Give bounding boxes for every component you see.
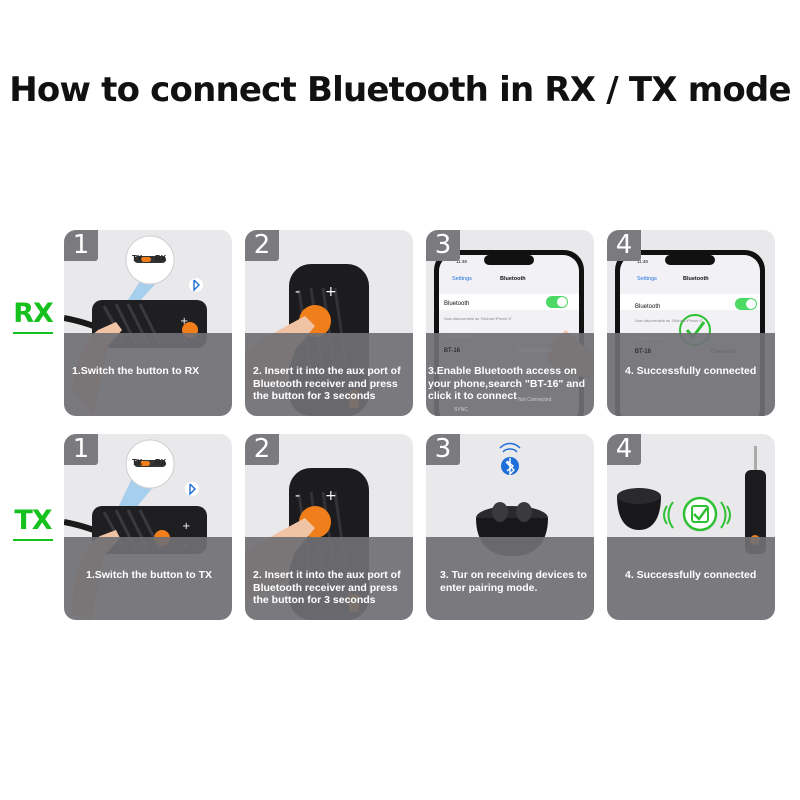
page-title: How to connect Bluetooth in RX / TX mode bbox=[9, 70, 791, 110]
rx-step-3-card: 3 11:48 Settings Bluetooth Bluetooth Now… bbox=[426, 230, 594, 416]
tx-underline bbox=[13, 539, 53, 541]
svg-text:11:48: 11:48 bbox=[637, 259, 648, 264]
caption-panel bbox=[245, 537, 413, 620]
rx-underline bbox=[13, 332, 53, 334]
svg-text:-: - bbox=[295, 284, 300, 300]
step-number: 1 bbox=[64, 230, 98, 261]
tx-mode-text: TX bbox=[14, 505, 52, 536]
switch-label-rx: RX bbox=[155, 458, 167, 467]
svg-text:Connected: Connected bbox=[711, 349, 735, 355]
rx-step-2-card: 2 - + 2. Insert it into the aux port of … bbox=[245, 230, 413, 416]
svg-text:SYNC: SYNC bbox=[454, 407, 468, 413]
caption-panel bbox=[607, 537, 775, 620]
svg-text:Not Connected: Not Connected bbox=[518, 348, 552, 354]
svg-text:Bluetooth: Bluetooth bbox=[444, 301, 469, 307]
step-number: 3 bbox=[426, 434, 460, 465]
svg-text:-: - bbox=[295, 488, 300, 504]
switch-labels: TX RX bbox=[132, 254, 167, 263]
rx-mode-label: RX bbox=[10, 298, 56, 334]
svg-text:Bluetooth: Bluetooth bbox=[635, 304, 660, 310]
step-number: 4 bbox=[607, 434, 641, 465]
tx-step-2-card: 2 - + 2. Insert it into the aux port of … bbox=[245, 434, 413, 620]
svg-text:+: + bbox=[182, 521, 190, 532]
step-caption: 1.Switch the button to RX bbox=[72, 365, 200, 377]
svg-text:MY DEVICES: MY DEVICES bbox=[444, 334, 472, 339]
phone-screen-text: 11:48 Settings Bluetooth Bluetooth Now d… bbox=[635, 259, 735, 355]
step-number: 2 bbox=[245, 230, 279, 261]
step-number: 3 bbox=[426, 230, 460, 261]
rx-mode-text: RX bbox=[13, 298, 54, 329]
rx-step-4-card: 4 11:48 Settings Bluetooth Bluetooth Now… bbox=[607, 230, 775, 416]
caption-panel bbox=[64, 537, 232, 620]
svg-text:+: + bbox=[325, 488, 337, 504]
switch-labels: TX RX bbox=[132, 458, 167, 467]
svg-text:Bluetooth: Bluetooth bbox=[683, 276, 709, 282]
step-caption: 1.Switch the button to TX bbox=[86, 569, 212, 581]
tx-step-4-card: 4 4. Successfully connected bbox=[607, 434, 775, 620]
step-caption: 3. Tur on receiving devices to enter pai… bbox=[440, 569, 587, 594]
tx-step-1-card: 1 + - TX RX 1.Switch the button to TX bbox=[64, 434, 232, 620]
step-caption: 2. Insert it into the aux port of Blueto… bbox=[253, 365, 401, 402]
caption-panel bbox=[607, 333, 775, 416]
step-caption: 4. Successfully connected bbox=[625, 365, 757, 377]
caption-panel bbox=[245, 333, 413, 416]
step-caption: 2. Insert it into the aux port of Blueto… bbox=[253, 569, 401, 606]
step-caption: 4. Successfully connected bbox=[625, 569, 757, 581]
svg-text:+: + bbox=[325, 284, 337, 300]
svg-text:MY DEVICES: MY DEVICES bbox=[635, 336, 663, 341]
caption-panel bbox=[426, 537, 594, 620]
tx-step-3-card: 3 3. Tur on receiving devices to enter p… bbox=[426, 434, 594, 620]
caption-panel bbox=[64, 333, 232, 416]
switch-label-rx: RX bbox=[155, 254, 167, 263]
step-number: 1 bbox=[64, 434, 98, 465]
svg-text:Now discoverable as "Michael i: Now discoverable as "Michael iPhone 6" bbox=[444, 317, 513, 321]
step-number: 2 bbox=[245, 434, 279, 465]
step-caption: 3.Enable Bluetooth access on your phone,… bbox=[428, 365, 585, 402]
device-bt16[interactable]: BT-16 bbox=[635, 349, 652, 355]
svg-text:Not Connected: Not Connected bbox=[518, 397, 552, 403]
svg-text:+: + bbox=[180, 316, 188, 327]
phone-screen-text: 11:48 Settings Bluetooth Bluetooth Now d… bbox=[444, 259, 552, 413]
switch-label-tx: TX bbox=[132, 254, 143, 263]
svg-text:Bluetooth: Bluetooth bbox=[500, 276, 526, 282]
svg-text:11:48: 11:48 bbox=[456, 259, 467, 264]
step-number: 4 bbox=[607, 230, 641, 261]
tx-mode-label: TX bbox=[10, 505, 56, 541]
svg-text:Now discoverable as "Michael i: Now discoverable as "Michael iPhone 6" bbox=[635, 319, 704, 323]
caption-panel bbox=[426, 333, 594, 416]
svg-text:Settings: Settings bbox=[637, 276, 657, 282]
check-circle-icon bbox=[682, 496, 718, 532]
device-bt16[interactable]: BT-16 bbox=[444, 348, 461, 354]
svg-text:Settings: Settings bbox=[452, 276, 472, 282]
rx-step-1-card: 1 + - TX RX 1.Switch the button to RX bbox=[64, 230, 232, 416]
switch-label-tx: TX bbox=[132, 458, 143, 467]
tx-connected-illustration bbox=[617, 446, 766, 554]
